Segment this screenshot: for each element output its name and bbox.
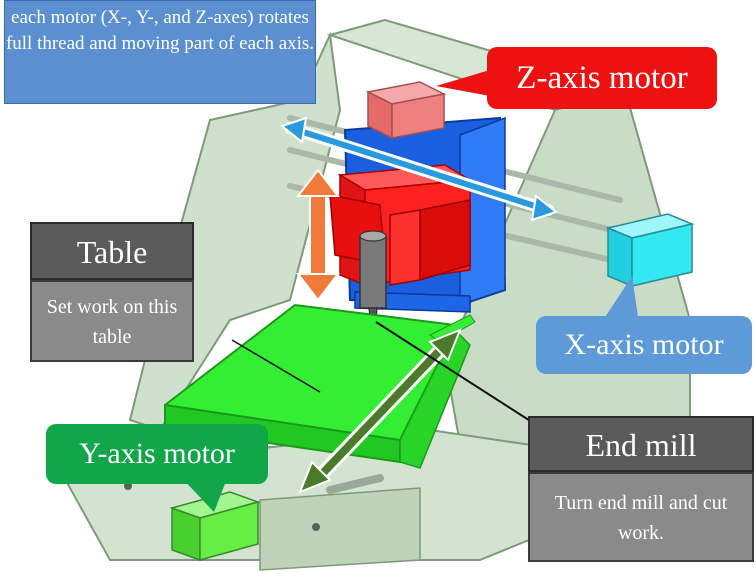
- table-title: Table: [30, 222, 194, 280]
- z-axis-motor-label: Z-axis motor: [487, 47, 717, 109]
- spindle-body: [359, 235, 387, 309]
- x-axis-motion-arrow: [279, 116, 559, 222]
- y-label-pointer: [180, 476, 228, 512]
- end-mill-title: End mill: [528, 416, 754, 472]
- x-axis-motor-label: X-axis motor: [536, 316, 752, 374]
- table-description: Set work on this table: [30, 280, 194, 362]
- y-axis-motor-label: Y-axis motor: [46, 424, 268, 484]
- motor-note: each motor (X-, Y-, and Z-axes) rotates …: [4, 0, 316, 104]
- spindle-top: [359, 230, 387, 242]
- table-leader-line: [231, 339, 321, 393]
- z-carriage-fin: [389, 209, 421, 286]
- frame-base-rail: [259, 487, 421, 571]
- base-hole: [124, 482, 132, 490]
- x-axis-motor: [605, 213, 695, 288]
- z-label-pointer: [436, 70, 490, 96]
- z-carriage-fin: [419, 199, 471, 282]
- z-axis-motion-arrow: [295, 168, 341, 302]
- y-axis-motor: [169, 491, 261, 562]
- y-guide-rod: [326, 474, 384, 494]
- z-axis-motor: [365, 81, 447, 140]
- base-hole: [312, 523, 320, 531]
- end-mill-description: Turn end mill and cut work.: [528, 472, 754, 562]
- y-axis-motion-arrow: [298, 328, 462, 494]
